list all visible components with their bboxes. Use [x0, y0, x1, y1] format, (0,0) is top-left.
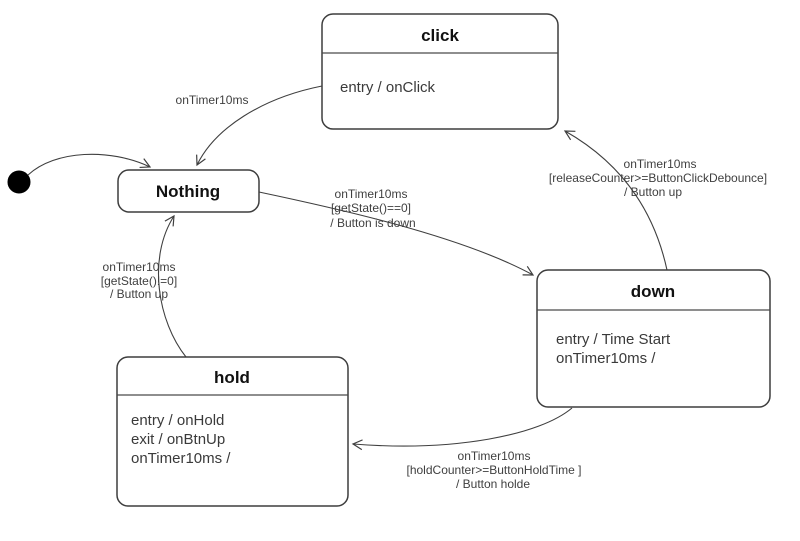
state-down-title: down [631, 282, 675, 301]
state-nothing-box [117, 169, 260, 213]
label-down-to-click-1: onTimer10ms [624, 157, 697, 171]
state-hold-body-2: exit / onBtnUp [131, 431, 225, 448]
label-down-to-hold-2: [holdCounter>=ButtonHoldTime ] [407, 463, 582, 477]
transition-hold-to-nothing: onTimer10ms [getState()!=0] / Button up [101, 214, 187, 358]
transition-initial-to-nothing [27, 153, 152, 176]
state-hold: hold entry / onHold exit / onBtnUp onTim… [116, 356, 349, 507]
edge-down-to-hold [351, 407, 573, 451]
transition-down-to-click: onTimer10ms [releaseCounter>=ButtonClick… [549, 130, 767, 271]
label-hold-to-nothing-1: onTimer10ms [103, 260, 176, 274]
state-down: down entry / Time Start onTimer10ms / [536, 269, 771, 408]
label-hold-to-nothing-2: [getState()!=0] [101, 274, 177, 288]
state-click: click entry / onClick [321, 13, 559, 130]
state-down-body-2: onTimer10ms / [556, 350, 656, 367]
initial-state-dot [7, 170, 31, 194]
state-hold-title: hold [214, 368, 250, 387]
state-hold-body-3: onTimer10ms / [131, 450, 231, 467]
label-hold-to-nothing-3: / Button up [110, 287, 168, 301]
state-hold-body-1: entry / onHold [131, 412, 224, 429]
label-down-to-click-2: [releaseCounter>=ButtonClickDebounce] [549, 171, 767, 185]
edge-nothing-to-down [258, 191, 535, 276]
label-click-to-nothing: onTimer10ms [176, 93, 249, 107]
edge-initial-to-nothing [27, 153, 152, 176]
state-down-body-1: entry / Time Start [556, 331, 671, 348]
state-hold-box [116, 356, 349, 507]
label-down-to-click-3: / Button up [624, 185, 682, 199]
state-nothing-title: Nothing [156, 182, 220, 201]
state-nothing: Nothing [117, 169, 260, 213]
edge-down-to-click [563, 130, 668, 271]
edge-click-to-nothing [196, 85, 323, 167]
state-click-title: click [421, 26, 459, 45]
transition-down-to-hold: onTimer10ms [holdCounter>=ButtonHoldTime… [351, 407, 582, 491]
label-nothing-to-down-1: onTimer10ms [335, 187, 408, 201]
label-down-to-hold-3: / Button holde [456, 477, 530, 491]
state-down-box [536, 269, 771, 408]
edge-hold-to-nothing [157, 214, 187, 358]
state-click-box [321, 13, 559, 130]
label-nothing-to-down-3: / Button is down [330, 216, 415, 230]
label-down-to-hold-1: onTimer10ms [458, 449, 531, 463]
state-click-body-1: entry / onClick [340, 79, 436, 96]
label-nothing-to-down-2: [getState()==0] [331, 201, 411, 215]
transition-nothing-to-down: onTimer10ms [getState()==0] / Button is … [258, 187, 535, 276]
transition-click-to-nothing: onTimer10ms [176, 85, 323, 167]
